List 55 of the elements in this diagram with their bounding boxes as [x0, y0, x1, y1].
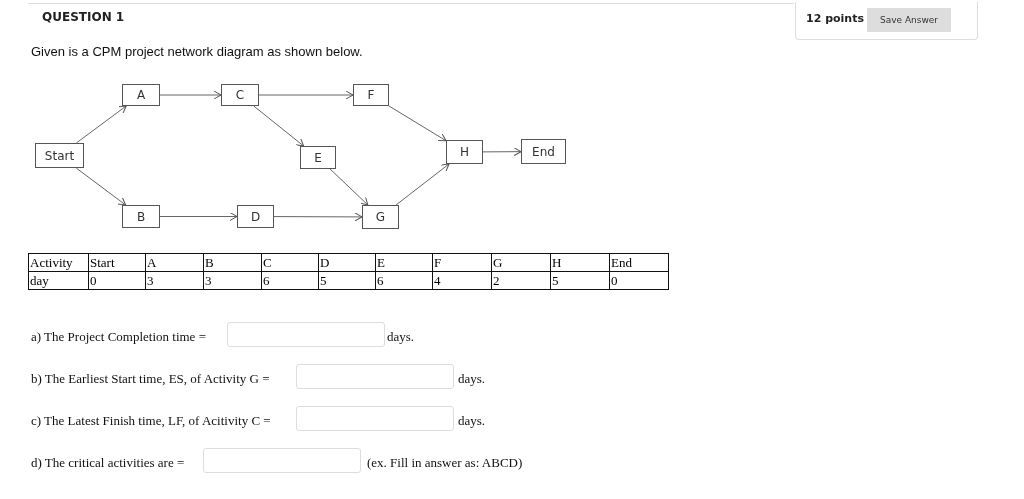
arrow	[75, 167, 127, 206]
arrow	[329, 168, 369, 206]
header-cell: D	[318, 253, 376, 272]
table-cell: 4	[432, 271, 492, 290]
header-cell: End	[609, 253, 669, 272]
table-cell: 6	[261, 271, 319, 290]
save-answer-button: Save Answer	[867, 8, 951, 32]
activity-box: B	[122, 205, 160, 228]
question-text: b) The Earliest Start time, ES, of Activity G =	[31, 371, 270, 387]
arrow	[273, 212, 363, 222]
arrow	[388, 105, 447, 142]
header-cell: Activity	[28, 253, 89, 272]
arrow	[159, 212, 238, 221]
header-cell: C	[261, 253, 319, 272]
arrow	[395, 163, 450, 206]
header-cell: G	[491, 253, 551, 272]
header-cell: A	[145, 253, 204, 272]
arrow	[253, 105, 305, 147]
unit-text: days.	[458, 413, 486, 429]
answer-hint: (ex. Fill in answer as: ABCD)	[367, 455, 523, 471]
activity-box: D	[237, 205, 274, 228]
header-cell: F	[432, 253, 492, 272]
arrow	[258, 90, 354, 100]
activity-box: E	[300, 146, 336, 169]
header-cell: Start	[88, 253, 146, 272]
question-heading: QUESTION 1	[42, 10, 125, 24]
table-cell: 3	[145, 271, 204, 290]
unit-text: days.	[387, 329, 415, 345]
points-text: 12 points	[806, 12, 864, 25]
activity-box: Start	[35, 143, 84, 168]
question-text: c) The Latest Finish time, LF, of Acitivity C =	[31, 413, 271, 429]
question-text: Given is a CPM project network diagram as shown below.	[31, 44, 363, 59]
activity-box: A	[122, 84, 160, 106]
table-cell: 5	[550, 271, 610, 290]
arrow	[482, 147, 522, 157]
table-cell: 6	[375, 271, 433, 290]
arrow	[159, 90, 222, 100]
table-cell: 0	[88, 271, 146, 290]
activity-box: C	[221, 84, 259, 106]
activity-box: F	[353, 84, 389, 106]
table-cell: 5	[318, 271, 376, 290]
activity-box: H	[446, 140, 483, 164]
header-cell: H	[550, 253, 610, 272]
question-text: d) The critical activities are =	[31, 455, 185, 471]
unit-text: days.	[458, 371, 486, 387]
header-cell: B	[203, 253, 262, 272]
table-cell: 0	[609, 271, 669, 290]
arrow	[75, 105, 127, 144]
activity-box: End	[521, 139, 566, 164]
table-cell: day	[28, 271, 89, 290]
question-text: a) The Project Completion time =	[31, 329, 206, 345]
table-cell: 3	[203, 271, 262, 290]
activity-box: G	[362, 205, 399, 229]
table-cell: 2	[491, 271, 551, 290]
header-cell: E	[375, 253, 433, 272]
